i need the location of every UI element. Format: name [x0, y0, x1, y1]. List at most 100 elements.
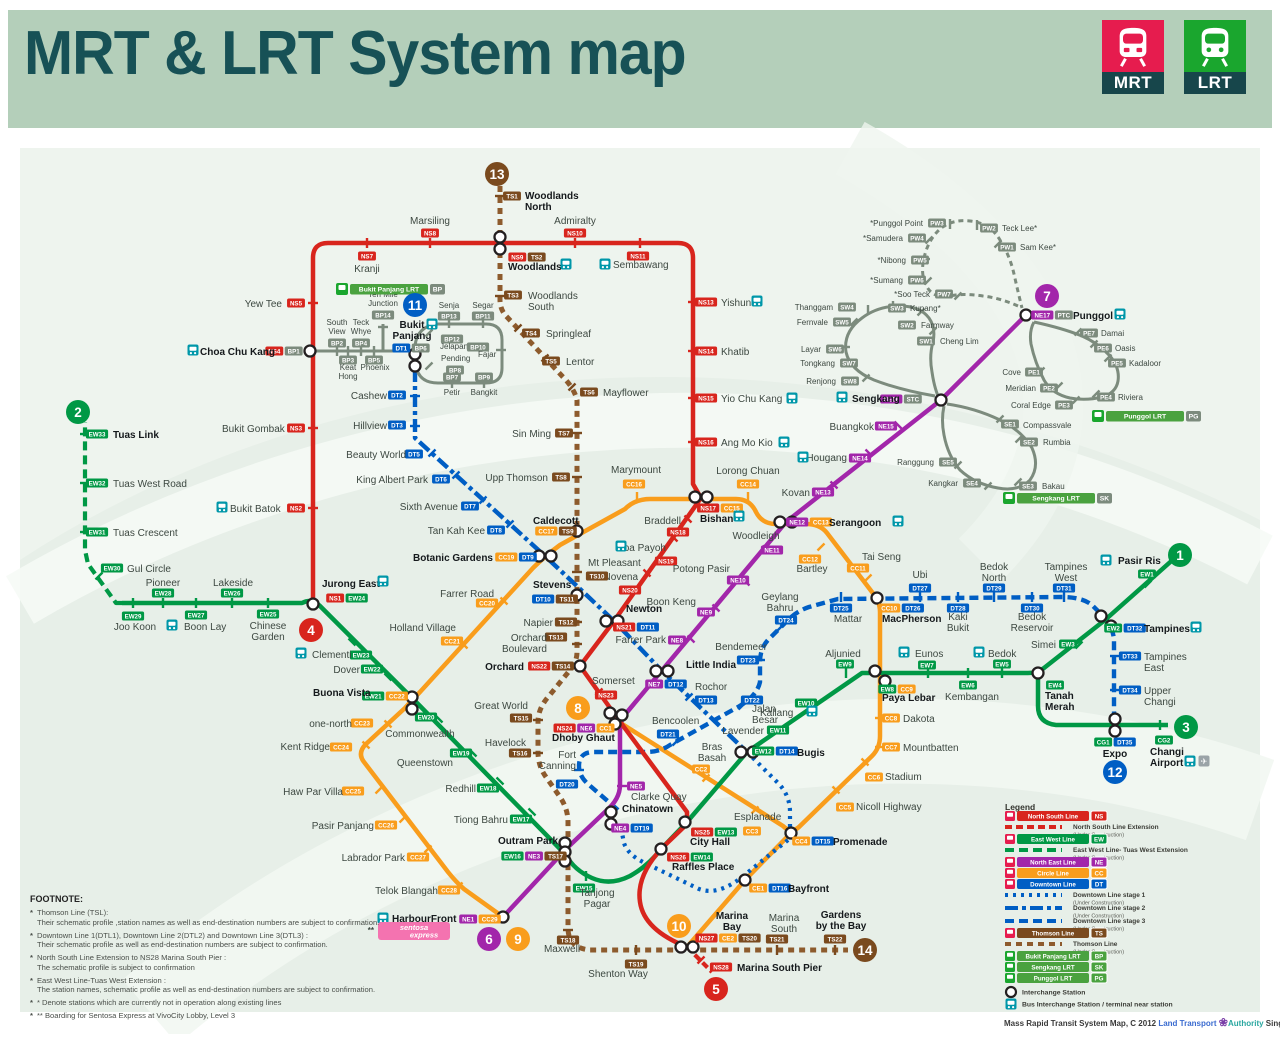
- station-tick: [831, 785, 841, 795]
- station-label: Thanggam: [795, 303, 834, 312]
- svg-text:7: 7: [1043, 289, 1051, 304]
- station-code: TS20: [742, 935, 757, 942]
- station-code-badge: [664, 679, 687, 689]
- station-label: Springleaf: [546, 329, 591, 340]
- bus-icon: [599, 258, 611, 270]
- terminus-badge-13: 13: [485, 162, 509, 186]
- station-code-badge: [611, 823, 630, 833]
- station-code: NS3: [290, 425, 303, 432]
- station-tick: [864, 448, 874, 458]
- station-code-badge: [998, 242, 1016, 252]
- svg-text:express: express: [410, 931, 438, 940]
- station-label: Marymount: [611, 465, 661, 476]
- station-code-badge: [826, 344, 844, 354]
- lrt-logo-icon: [1184, 20, 1246, 72]
- station-code: TS2: [531, 254, 543, 261]
- station-code: NE14: [852, 455, 868, 462]
- station-label: Kembangan: [945, 692, 999, 703]
- station-code-badge: [100, 563, 124, 573]
- station-code-badge: [421, 228, 439, 238]
- station-code: PE4: [1100, 394, 1112, 401]
- station-code: NS15: [698, 395, 714, 402]
- svg-text:3: 3: [1182, 720, 1190, 735]
- station-label: Tongkang: [800, 359, 835, 368]
- station-tick: [423, 844, 433, 854]
- station-code: PE2: [1043, 385, 1055, 392]
- station-label: Outram Park: [498, 836, 558, 847]
- train-icon: [1201, 27, 1229, 67]
- station-code-badge: [908, 583, 932, 593]
- svg-text:EW: EW: [1094, 837, 1104, 844]
- station-label: Aljunied: [825, 649, 861, 660]
- station-code: EW10: [798, 700, 815, 707]
- interchange-marker: [734, 745, 748, 759]
- station-code: NS9: [511, 254, 524, 261]
- station-code: DT29: [986, 585, 1002, 592]
- station-code-badge: [980, 223, 998, 233]
- station-label: HarbourFront: [392, 914, 457, 925]
- station-code: NS24: [557, 725, 573, 732]
- station-label: Tuas Crescent: [113, 528, 178, 539]
- station-code-badge: [329, 742, 353, 752]
- lrt-legend-icon: [1005, 973, 1015, 983]
- station-code: DT35: [1117, 739, 1133, 746]
- line-cc-main: [358, 496, 883, 919]
- station-label: Yio Chu Kang: [721, 394, 782, 405]
- station-label: Napier: [524, 618, 554, 629]
- station-code-badge: [690, 852, 713, 862]
- station-code: DT24: [778, 617, 794, 624]
- station-code: SE4: [966, 480, 978, 487]
- station-label: Rumbia: [1043, 438, 1071, 447]
- station-code: EW2: [1106, 625, 1120, 632]
- station-label: Farrer Park: [615, 635, 667, 646]
- station-code: EW5: [995, 661, 1009, 668]
- station-code-badge: [775, 746, 798, 756]
- bus-icon: [1190, 621, 1202, 633]
- svg-text:Interchange Station: Interchange Station: [1022, 990, 1085, 997]
- station-code: EW18: [480, 785, 497, 792]
- station-code: NS28: [713, 964, 729, 971]
- station-code: NS25: [694, 829, 710, 836]
- station-code-badge: [878, 603, 901, 613]
- station-code-badge: [667, 852, 690, 862]
- bus-icon: [836, 391, 848, 403]
- station-code-badge: [572, 883, 596, 893]
- station-code: EW11: [770, 727, 787, 734]
- station-code-badge: [406, 852, 430, 862]
- station-code-badge: [555, 779, 579, 789]
- interchange-marker: [678, 815, 692, 829]
- station-code-badge: [528, 661, 551, 671]
- station-code: BP13: [441, 313, 457, 320]
- station-label: Somerset: [592, 676, 635, 687]
- station-tick: [686, 634, 696, 644]
- station-label: Chinatown: [622, 804, 673, 815]
- station-code-badge: [345, 593, 368, 603]
- station-code: EW26: [224, 590, 241, 597]
- station-code: CC21: [444, 638, 460, 645]
- station-label: Marsiling: [410, 216, 450, 227]
- station-tick: [995, 414, 1005, 424]
- footnote-item: *Downtown Line 1(DTL1), Downtown Line 2(…: [30, 930, 328, 950]
- station-code: BP7: [446, 374, 459, 381]
- station-code-badge: [897, 684, 916, 694]
- interchange-marker: [688, 490, 702, 504]
- station-label: Kovan: [782, 488, 810, 499]
- bus-icon: [751, 295, 763, 307]
